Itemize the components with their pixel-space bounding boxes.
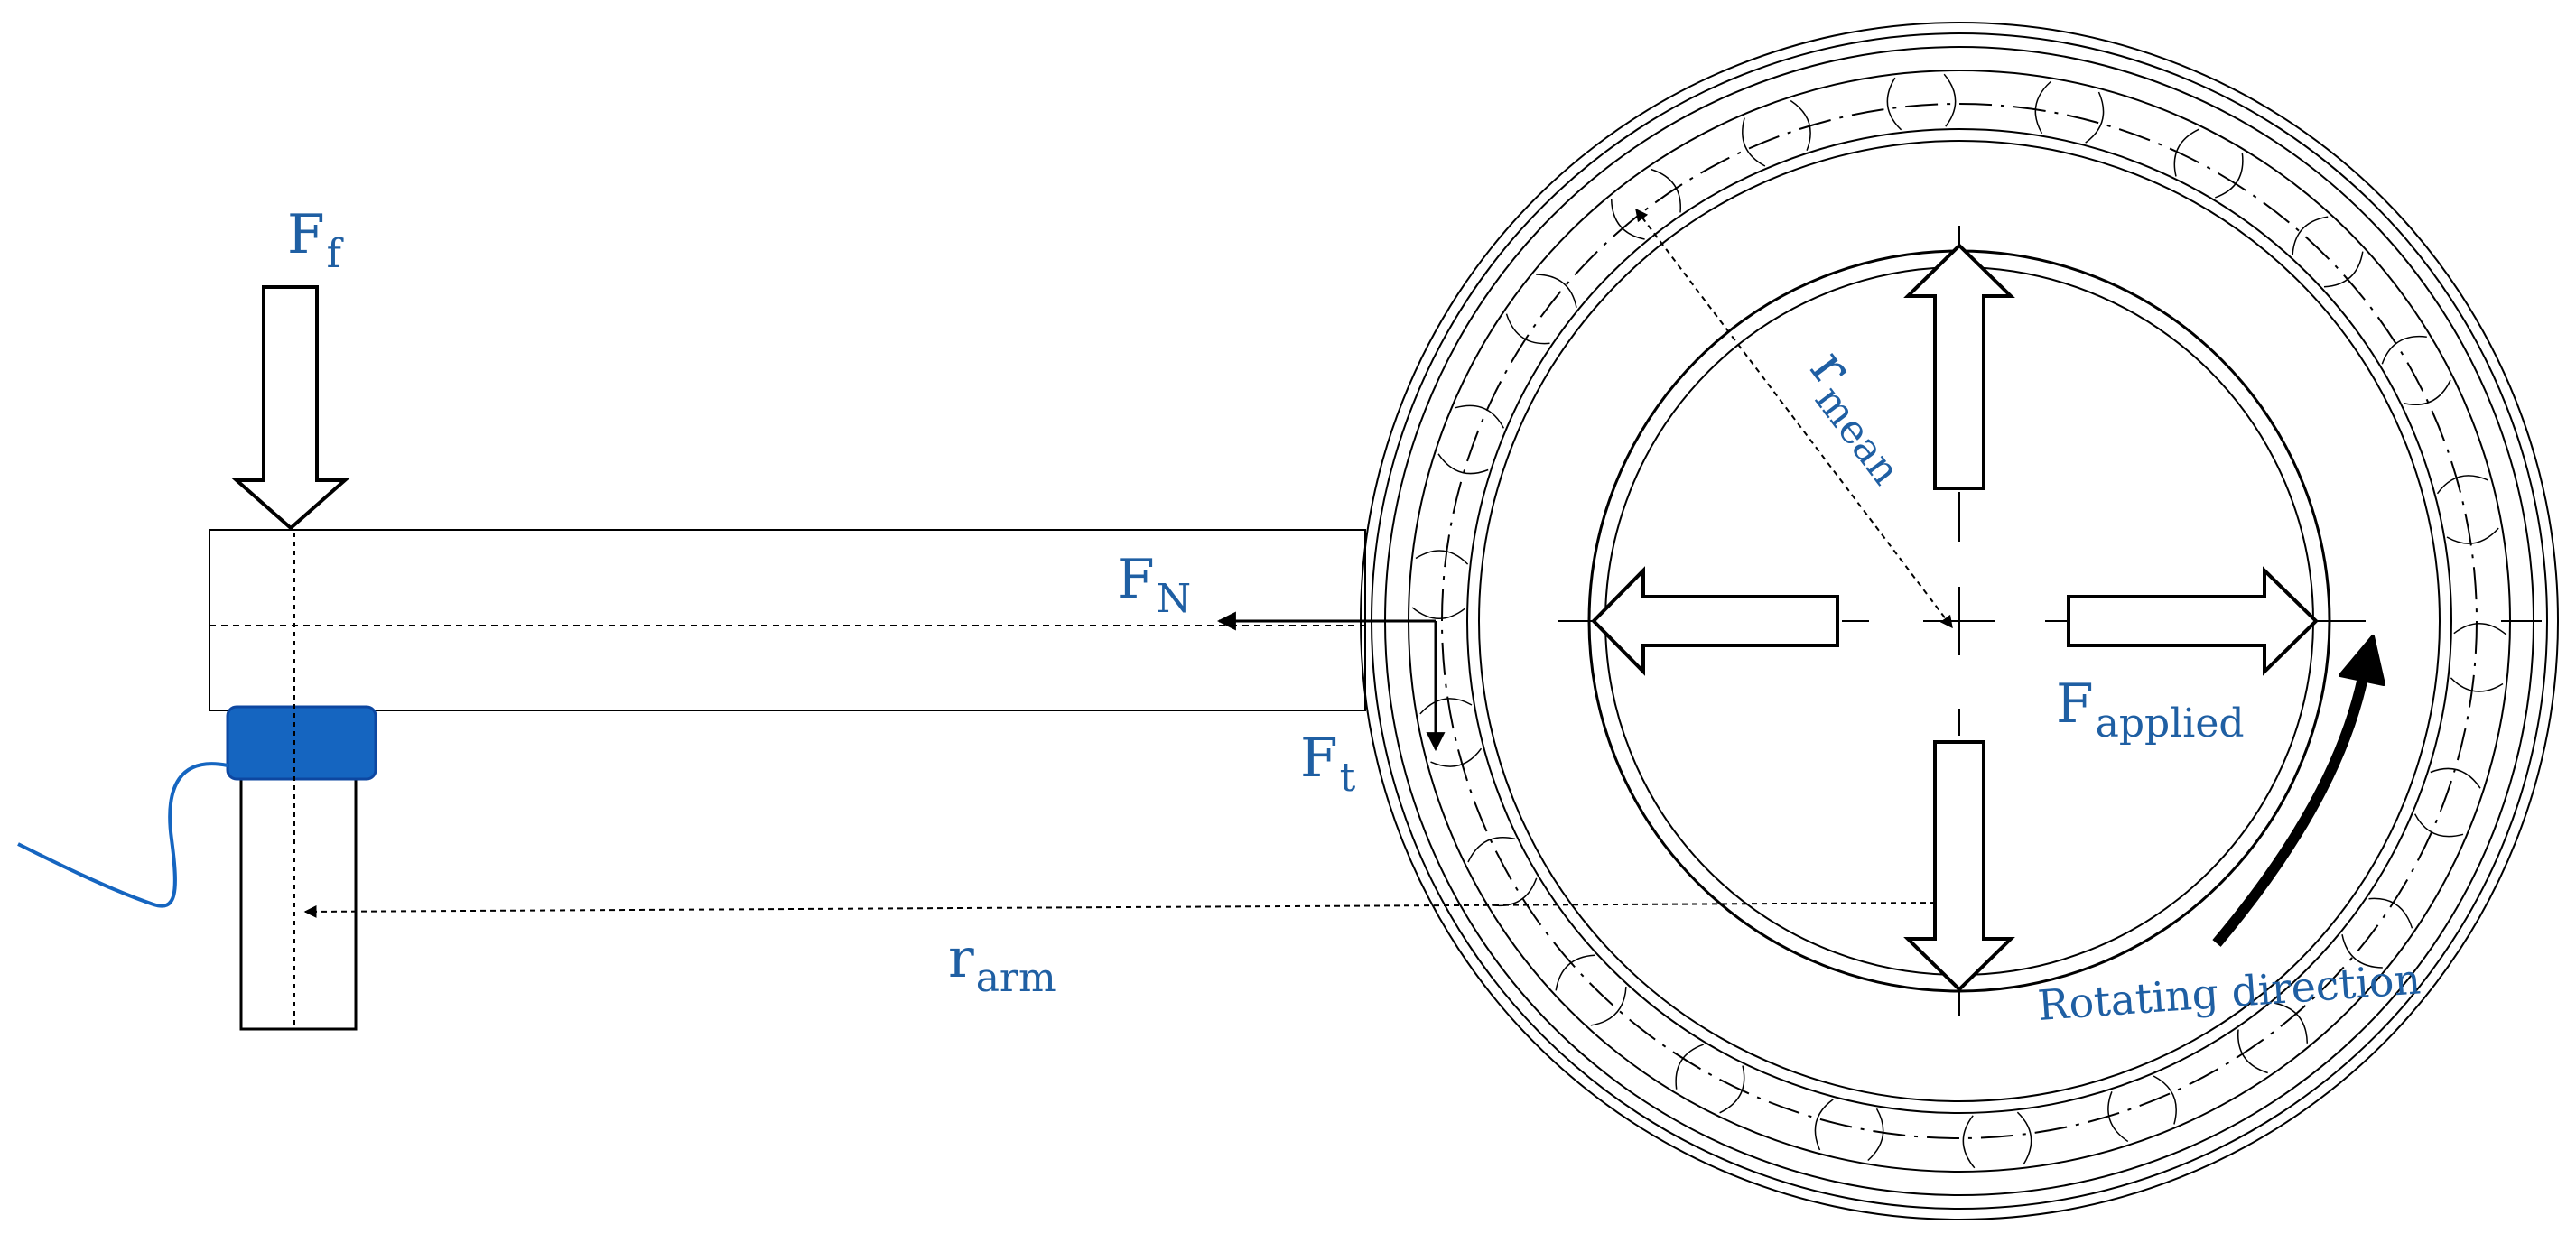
roller-separator xyxy=(1886,77,1902,131)
outer-ring-outer-edge xyxy=(1360,22,2559,1220)
roller-separator xyxy=(1790,99,1811,151)
load-cell xyxy=(17,533,377,1031)
load-cell-post xyxy=(239,777,358,1031)
roller-separator xyxy=(1411,607,1465,619)
applied-force-arrow-right xyxy=(2067,566,2319,676)
roller-separator xyxy=(2341,934,2383,969)
label-f-n: FN xyxy=(1117,548,1191,622)
roller-separator xyxy=(1867,1108,1884,1162)
label-f-f: Ff xyxy=(287,203,344,277)
roller-separator xyxy=(1419,698,1473,715)
roller-set xyxy=(1411,73,2507,1169)
roller-separator xyxy=(1814,1099,1834,1151)
roller-separator xyxy=(2107,1091,2129,1143)
roller-separator xyxy=(1467,837,1516,863)
roller-separator xyxy=(2153,1075,2177,1125)
inner-raceway xyxy=(1466,128,2452,1114)
roller-separator xyxy=(1492,877,1538,907)
roller-separator xyxy=(1415,550,1469,565)
roller-separator xyxy=(2274,1002,2309,1044)
sensor-cable xyxy=(17,762,228,908)
label-f-applied: Fapplied xyxy=(2056,673,2245,747)
roller-separator xyxy=(1943,73,1957,127)
roller-separator xyxy=(2237,1029,2268,1074)
roller-separator xyxy=(1651,168,1681,213)
rotating-direction-arrowhead xyxy=(2339,635,2385,686)
roller-separator xyxy=(1719,1065,1745,1114)
roller-separator xyxy=(1962,1115,1976,1169)
roller-separator xyxy=(2085,91,2105,144)
roller-separator xyxy=(1536,274,1577,308)
roller-separator xyxy=(1430,747,1483,767)
roller-separator xyxy=(2446,527,2499,544)
roller-separator xyxy=(2292,216,2329,255)
applied-force-arrow-left xyxy=(1591,566,1839,676)
roller-separator xyxy=(2173,128,2199,177)
roller-separator xyxy=(2453,623,2507,635)
roller-separator xyxy=(2368,897,2413,929)
load-cell-sensor xyxy=(226,705,377,781)
roller-separator xyxy=(2430,767,2481,789)
roller-separator xyxy=(2016,1111,2032,1165)
lever-arm xyxy=(209,529,1366,711)
roller-separator xyxy=(2323,251,2364,288)
applied-force-arrow-down xyxy=(1903,740,2015,992)
r-mean-dimension-line xyxy=(1635,208,1953,629)
center-crosshair xyxy=(1558,226,2542,1016)
roller-separator xyxy=(2413,813,2464,838)
roller-separator xyxy=(1455,404,1505,429)
roller-pitch-circle xyxy=(1441,103,2478,1139)
roller-separator xyxy=(1590,987,1627,1026)
roller-separator xyxy=(2436,475,2488,495)
roller-separator xyxy=(2034,80,2051,135)
roller-separator xyxy=(2215,153,2244,199)
friction-force-arrow xyxy=(231,285,350,531)
roller-separator xyxy=(2403,379,2451,405)
roller-separator xyxy=(2381,335,2427,365)
roller-separator xyxy=(2450,677,2504,692)
inner-raceway-line-2 xyxy=(1478,140,2441,1102)
outer-ring-line-2 xyxy=(1371,32,2548,1210)
r-arm-dimension-line xyxy=(303,896,1948,918)
roller-separator xyxy=(1437,453,1489,475)
label-r-mean: rmean xyxy=(1789,339,1931,494)
lever-arm-body xyxy=(209,529,1366,711)
roller-separator xyxy=(1505,313,1550,345)
applied-force-arrow-up xyxy=(1903,243,2015,490)
label-r-arm: rarm xyxy=(948,927,1056,1001)
roller-separator xyxy=(1742,117,1766,167)
rotating-direction-arrow xyxy=(2212,662,2371,947)
roller-separator xyxy=(1555,954,1595,991)
roller-separator xyxy=(1675,1044,1704,1090)
label-f-t: Ft xyxy=(1300,727,1356,801)
